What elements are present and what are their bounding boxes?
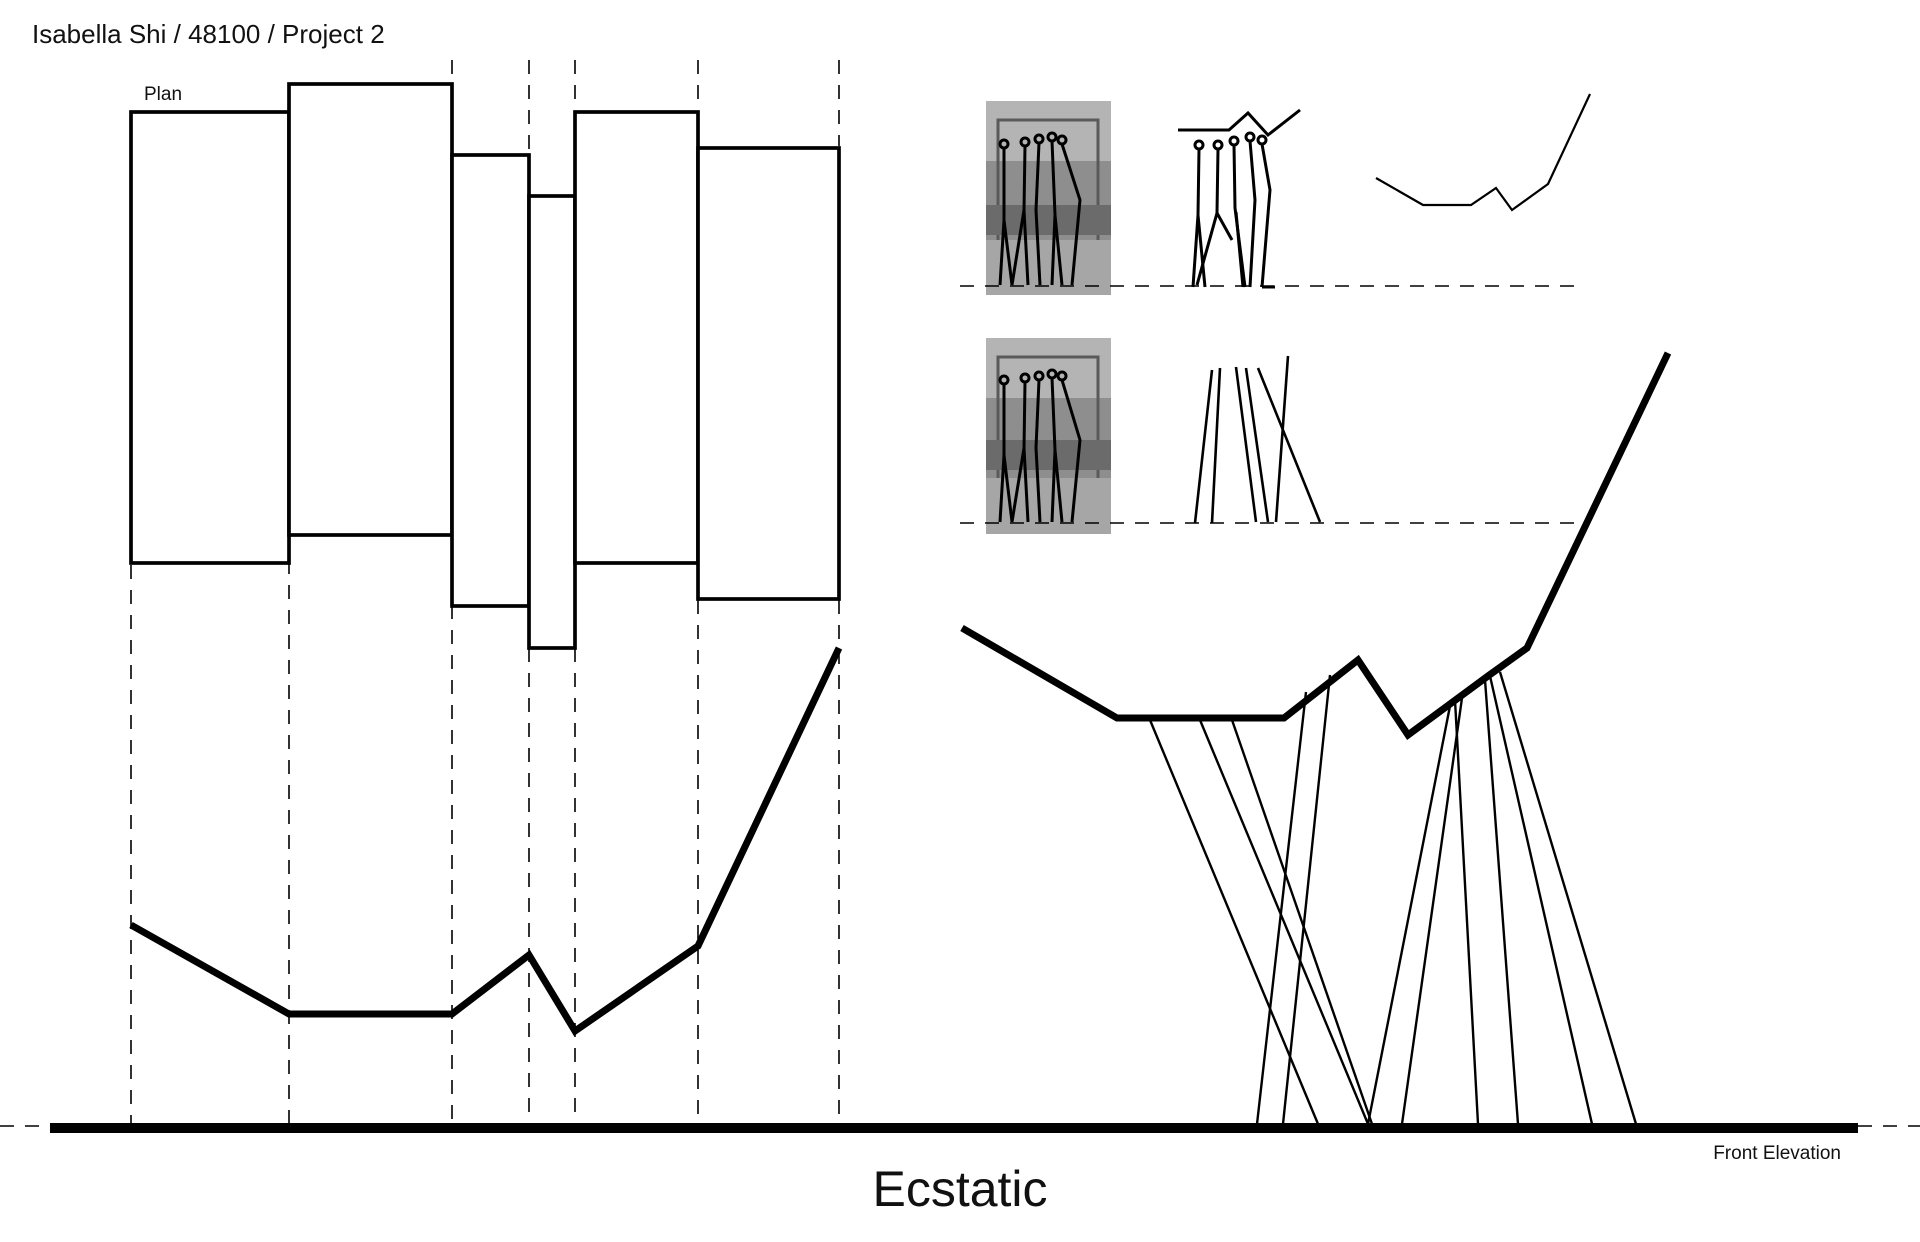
profile-sketch [1375,93,1591,212]
elevation-legs [1148,671,1638,1125]
column-sketch [1193,355,1322,524]
reference-photo-top [986,101,1111,295]
plan-label: Plan [144,84,182,105]
plan-block [573,110,700,565]
plan-block [129,110,291,565]
elevation-profile [960,351,1672,740]
figure-sketch [1178,108,1301,289]
plan-block [450,153,531,608]
plan-blocks [129,82,841,650]
drawing-title: Ecstatic [872,1161,1047,1217]
author-credit: Isabella Shi / 48100 / Project 2 [32,19,385,49]
front-elevation-label: Front Elevation [1713,1143,1841,1164]
reference-photo-bottom [986,338,1111,534]
plan-block [527,194,577,650]
plan-block [287,82,454,537]
section-profile-left [129,646,843,1036]
projection-lines [130,60,840,1125]
plan-block [696,146,841,601]
